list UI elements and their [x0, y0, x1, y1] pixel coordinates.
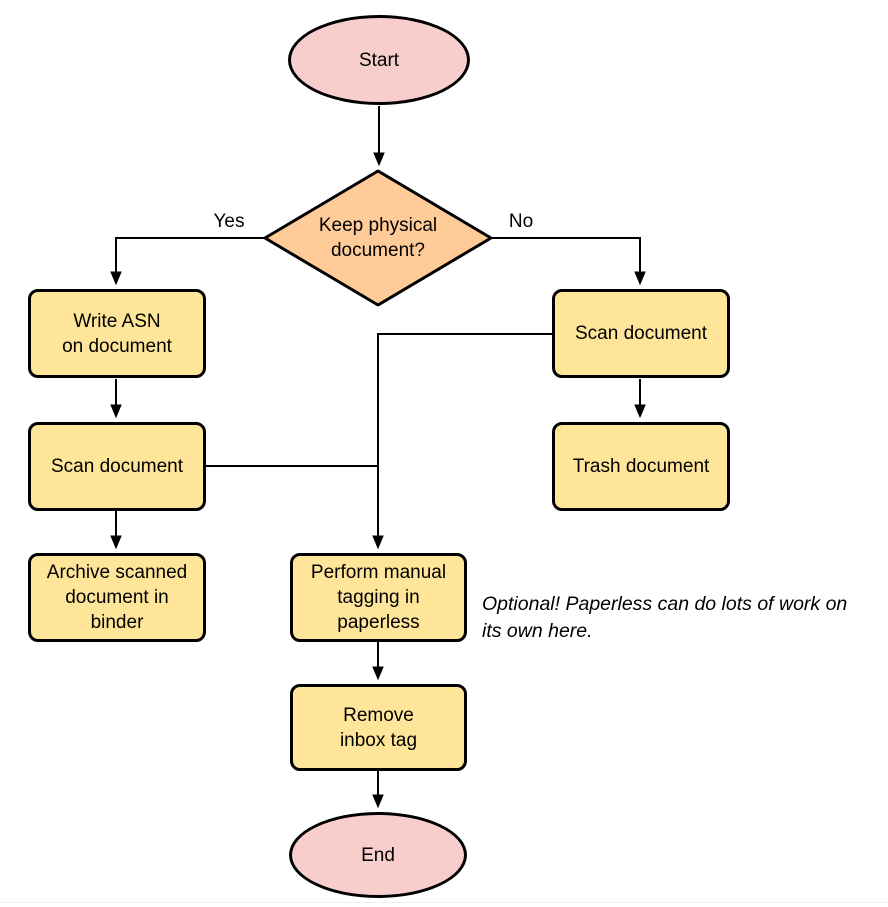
node-start: Start	[288, 15, 470, 105]
node-perform-manual-tagging: Perform manual tagging in paperless	[290, 553, 467, 642]
node-archive-scanned-document: Archive scanned document in binder	[28, 553, 206, 642]
node-trash-document: Trash document	[552, 422, 730, 511]
node-scan-document-left: Scan document	[28, 422, 206, 511]
node-remove-inbox-tag: Remove inbox tag	[290, 684, 467, 771]
edge-label-no: No	[505, 211, 537, 233]
page-bottom-divider	[0, 902, 888, 903]
node-decision: Keep physical document?	[318, 215, 438, 261]
edge-decision-write-asn	[116, 237, 264, 283]
annotation-optional-note: Optional! Paperless can do lots of work …	[482, 593, 848, 642]
node-scan-document-right: Scan document	[552, 289, 730, 378]
edge-decision-scan-right	[492, 237, 640, 283]
node-write-asn-on-document: Write ASN on document	[28, 289, 206, 378]
edge-scan-right-tagging	[378, 333, 552, 547]
edge-label-yes: Yes	[210, 211, 248, 233]
node-end: End	[289, 812, 467, 898]
decision-diamond-shape	[263, 169, 493, 307]
